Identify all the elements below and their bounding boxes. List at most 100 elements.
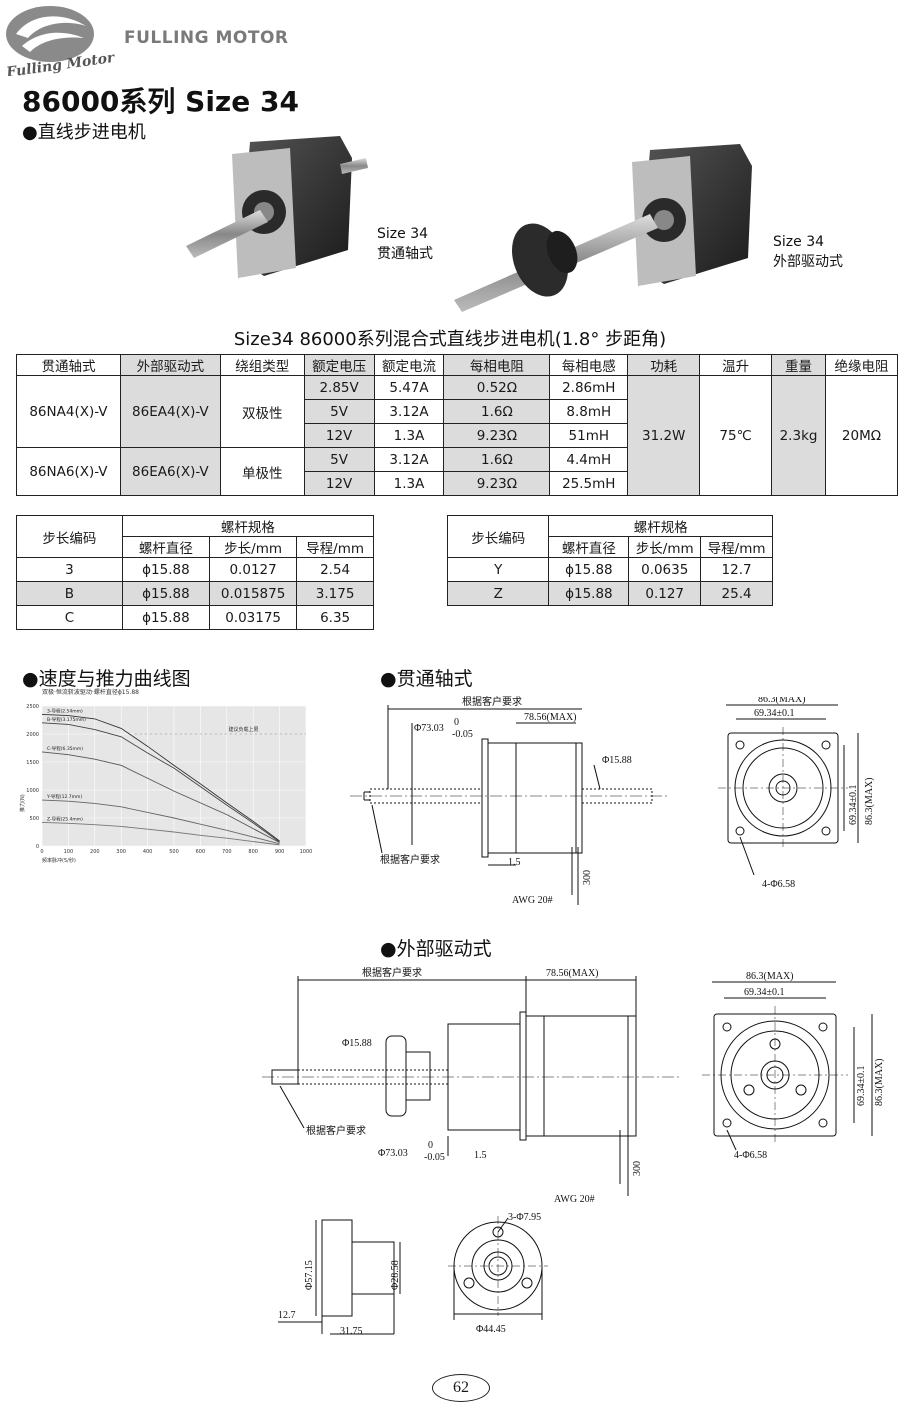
th-resistance: 每相电阻 (443, 354, 551, 376)
cell-lead: 3.175 (296, 581, 374, 606)
th-step-code: 步长编码 (446, 515, 550, 558)
th-lead: 导程/mm (700, 536, 773, 558)
label-pilot-dia: Φ73.03 (378, 1148, 408, 1159)
cell-inductance: 8.8mH (549, 399, 629, 424)
y-tick-label: 500 (29, 816, 39, 822)
th-current: 额定电流 (373, 354, 445, 376)
cell-code: C (16, 605, 123, 630)
section-through-shaft: ●贯通轴式 (380, 668, 473, 690)
cell-dia: ϕ15.88 (548, 581, 630, 606)
cell-resistance: 1.6Ω (443, 447, 551, 472)
drawing-through-side: 根据客户要求 78.56(MAX) Φ73.03 0 -0.05 Φ15.88 … (350, 695, 670, 906)
label-front-hole-pitch: 69.34±0.1 (744, 987, 785, 998)
cell-inductance: 4.4mH (549, 447, 629, 472)
pitch-header-row: 步长编码 螺杆规格 (446, 515, 773, 558)
label-nut-bc: Φ44.45 (476, 1324, 506, 1335)
series-label: Y-导程(12.7mm) (46, 793, 82, 800)
cell-step: 0.127 (628, 581, 702, 606)
cell-lead: 2.54 (296, 557, 374, 582)
pitch-table-left: 步长编码 螺杆规格 螺杆直径 步长/mm 导程/mm 3 ϕ15.88 0.01… (16, 515, 375, 630)
drawing-external-front: 86.3(MAX) 69.34±0.1 86.3(MAX) 69.34±0.1 … (702, 972, 885, 1161)
table-row: Z ϕ15.88 0.127 25.4 (446, 581, 773, 606)
cell-step: 0.03175 (209, 605, 298, 630)
cell-step: 0.0127 (209, 557, 298, 582)
label-nut-hub-dia: Φ28.58 (390, 1260, 401, 1290)
label-nut-length: 31.75 (340, 1326, 363, 1337)
drawing-external-side: 根据客户要求 78.56(MAX) Φ15.88 根据客户要求 Φ73.03 0… (262, 966, 682, 1205)
cell-insulation: 20MΩ (825, 375, 898, 496)
cell-winding: 单极性 (219, 447, 305, 496)
label-screw-dia: Φ15.88 (342, 1038, 372, 1049)
label-flange: 1.5 (508, 857, 521, 868)
cell-current: 1.3A (373, 423, 445, 448)
page-number: 62 (432, 1374, 490, 1402)
caption-external-type: 外部驱动式 (773, 254, 843, 270)
x-tick-label: 900 (275, 849, 285, 855)
drawing-through-front: 86.3(MAX) 69.34±0.1 86.3(MAX) 69.34±0.1 … (718, 697, 875, 890)
cell-power: 31.2W (627, 375, 701, 496)
label-front-width: 86.3(MAX) (746, 972, 794, 982)
label-holes: 4-Φ6.58 (762, 879, 795, 890)
cell-resistance: 9.23Ω (443, 471, 551, 496)
table-row: 3 ϕ15.88 0.0127 2.54 (16, 557, 374, 582)
x-tick-label: 100 (64, 849, 74, 855)
th-step: 步长/mm (209, 536, 298, 558)
label-nut-holes: 3-Φ7.95 (508, 1212, 541, 1223)
label-customer-bottom: 根据客户要求 (380, 853, 440, 866)
cell-inductance: 25.5mH (549, 471, 629, 496)
label-tol-lower: -0.05 (452, 729, 473, 740)
product-photo-through-shaft (180, 128, 370, 288)
cell-inductance: 2.86mH (549, 375, 629, 400)
th-insulation: 绝缘电阻 (825, 354, 898, 376)
cell-code: Z (446, 581, 550, 606)
logo: Fulling Motor (2, 4, 120, 81)
x-tick-label: 500 (169, 849, 179, 855)
label-body-length: 78.56(MAX) (546, 968, 599, 979)
th-through: 贯通轴式 (16, 354, 121, 376)
table-row: 86NA6(X)-V 86EA6(X)-V 单极性 5V 3.12A 1.6Ω … (16, 447, 898, 496)
cell-through-model: 86NA4(X)-V (16, 375, 121, 448)
label-nut-dia: Φ57.15 (304, 1260, 315, 1290)
label-tol-upper: 0 (454, 717, 459, 728)
cell-current: 3.12A (373, 399, 445, 424)
y-axis-label: 推力(N) (19, 794, 26, 812)
label-wire: AWG 20# (512, 895, 553, 906)
caption-through-size: Size 34 (377, 226, 429, 242)
th-step-code: 步长编码 (16, 515, 123, 558)
label-customer-top: 根据客户要求 (362, 966, 422, 979)
label-customer-top: 根据客户要求 (462, 695, 522, 708)
cell-inductance: 51mH (549, 423, 629, 448)
th-inductance: 每相电感 (549, 354, 629, 376)
page-title: 86000系列 Size 34 (22, 85, 299, 118)
label-tol-upper: 0 (428, 1140, 433, 1151)
cell-voltage: 5V (303, 447, 375, 472)
series-line (41, 822, 280, 846)
cell-external-model: 86EA6(X)-V (119, 447, 221, 496)
cell-lead: 6.35 (296, 605, 374, 630)
x-tick-label: 1000 (300, 849, 313, 855)
th-winding: 绕组类型 (219, 354, 305, 376)
cell-winding: 双极性 (219, 375, 305, 448)
cell-dia: ϕ15.88 (121, 581, 211, 606)
x-tick-label: 800 (248, 849, 258, 855)
limit-annotation: 建议负载上限 (228, 726, 258, 733)
speed-thrust-chart: 双极·恒流斩波驱动·螺杆直径ϕ15.88 0500100015002000250… (19, 688, 313, 864)
series-line (41, 722, 280, 843)
label-pilot-dia: Φ73.03 (414, 723, 444, 734)
label-screw-dia: Φ15.88 (602, 755, 632, 766)
series-label: 3-导程(2.54mm) (47, 707, 83, 714)
table-row: 12V 1.3A 9.23Ω 51mH (17, 423, 898, 448)
cell-code: B (16, 581, 123, 606)
table-row: C ϕ15.88 0.03175 6.35 (16, 605, 374, 630)
pitch-table-right: 步长编码 螺杆规格 螺杆直径 步长/mm 导程/mm Y ϕ15.88 0.06… (446, 515, 773, 606)
spec-header-row: 贯通轴式 外部驱动式 绕组类型 额定电压 额定电流 每相电阻 每相电感 功耗 温… (16, 354, 898, 376)
caption-through-type: 贯通轴式 (377, 246, 433, 262)
th-screw-spec: 螺杆规格 (548, 515, 773, 537)
th-weight: 重量 (771, 354, 826, 376)
th-power: 功耗 (627, 354, 701, 376)
section-linear-stepper: ●直线步进电机 (22, 122, 146, 143)
label-flange: 1.5 (474, 1150, 487, 1161)
th-external: 外部驱动式 (119, 354, 221, 376)
y-tick-label: 1000 (26, 788, 39, 794)
cell-voltage: 12V (303, 471, 375, 496)
